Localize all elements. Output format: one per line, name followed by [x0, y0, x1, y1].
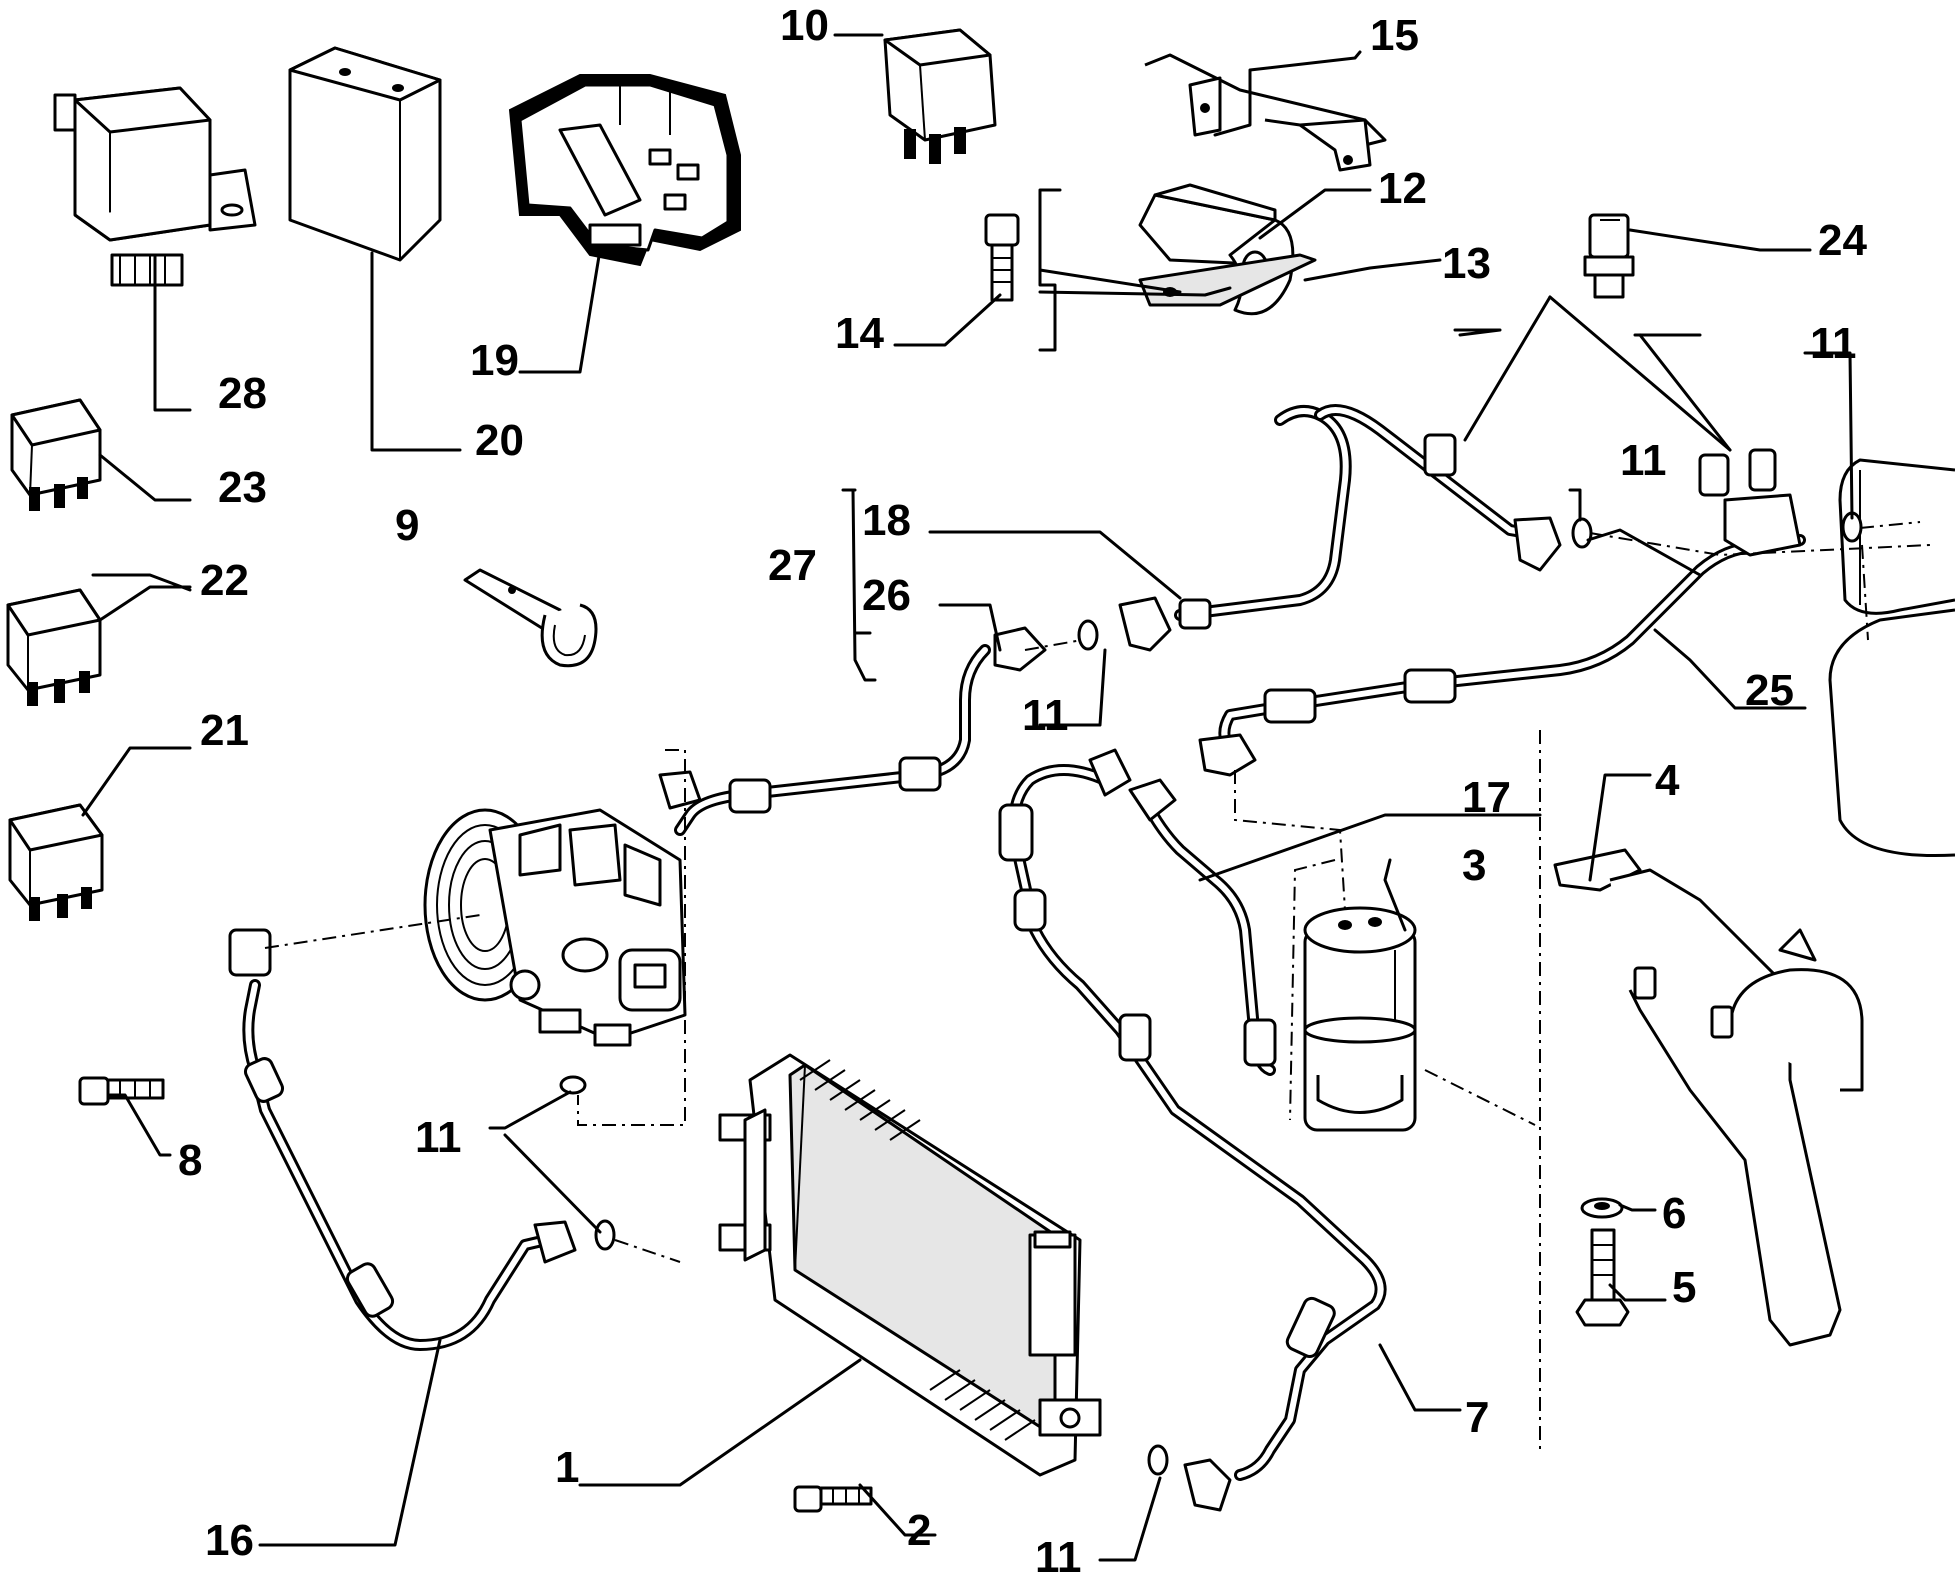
relay-22 — [6, 588, 102, 706]
pipe-25 — [1198, 448, 1806, 777]
receiver-drier-3 — [1303, 906, 1417, 1132]
callout-24: 24 — [1818, 216, 1867, 265]
callout-28: 28 — [218, 369, 267, 418]
mounting-strip-15 — [1144, 53, 1387, 172]
callout-15: 15 — [1370, 11, 1419, 60]
callout-6: 6 — [1662, 1189, 1686, 1238]
relay-bracket-19 — [508, 74, 741, 267]
bolt-14 — [984, 213, 1020, 302]
callout-11-e: 11 — [1035, 1533, 1082, 1577]
bolt-5 — [1575, 1228, 1630, 1327]
relay-21 — [8, 803, 104, 921]
callout-20: 20 — [475, 416, 524, 465]
callout-11-b: 11 — [1810, 319, 1857, 368]
alignment-lines — [264, 521, 1931, 1450]
relay-10 — [883, 28, 997, 164]
bolt-8 — [78, 1076, 165, 1106]
callout-5: 5 — [1672, 1263, 1696, 1312]
callout-9: 9 — [395, 501, 419, 550]
callout-14: 14 — [835, 309, 884, 358]
callout-18: 18 — [862, 496, 911, 545]
condenser-fins — [799, 1059, 1036, 1441]
clamp-12-13 — [1138, 183, 1317, 316]
callout-10: 10 — [780, 1, 829, 50]
callout-13: 13 — [1442, 239, 1491, 288]
washer-6 — [1580, 1197, 1624, 1219]
condenser-1 — [718, 1053, 1102, 1477]
compressor — [423, 808, 687, 1047]
callout-1: 1 — [555, 1443, 579, 1492]
callout-12: 12 — [1378, 164, 1427, 213]
bolt-2 — [793, 1485, 873, 1513]
callout-labels: 1 2 3 4 5 6 7 8 9 10 11 11 11 11 11 12 1… — [178, 1, 1867, 1577]
callout-11-c: 11 — [1022, 691, 1069, 740]
pipe-7 — [998, 748, 1387, 1512]
callout-8: 8 — [178, 1136, 202, 1185]
pipe-17 — [1128, 778, 1277, 1076]
callout-22: 22 — [200, 556, 249, 605]
callout-7: 7 — [1465, 1393, 1489, 1442]
callout-27: 27 — [768, 541, 817, 590]
pipe-18 — [1118, 404, 1562, 652]
pipe-clip-9 — [463, 568, 598, 668]
pipe-26 — [658, 626, 1047, 836]
callout-11-d: 11 — [415, 1113, 462, 1162]
callout-19: 19 — [470, 336, 519, 385]
callout-23: 23 — [218, 463, 267, 512]
callout-16: 16 — [205, 1516, 254, 1565]
seal-rings — [559, 511, 1863, 1476]
control-module-20 — [288, 46, 442, 262]
callout-3: 3 — [1462, 841, 1486, 890]
control-unit-28 — [53, 86, 257, 287]
callout-25: 25 — [1745, 666, 1794, 715]
callout-26: 26 — [862, 571, 911, 620]
drier-bracket-4 — [1553, 848, 1864, 1347]
callout-2: 2 — [907, 1506, 931, 1555]
pipe-16 — [228, 928, 577, 1351]
callout-21: 21 — [200, 706, 249, 755]
leader-lines — [81, 33, 1854, 1562]
pressure-switch-24 — [1583, 213, 1635, 299]
relay-23 — [10, 398, 102, 511]
callout-11-a: 11 — [1620, 436, 1667, 485]
callout-17: 17 — [1462, 773, 1511, 822]
callout-4: 4 — [1655, 756, 1680, 805]
